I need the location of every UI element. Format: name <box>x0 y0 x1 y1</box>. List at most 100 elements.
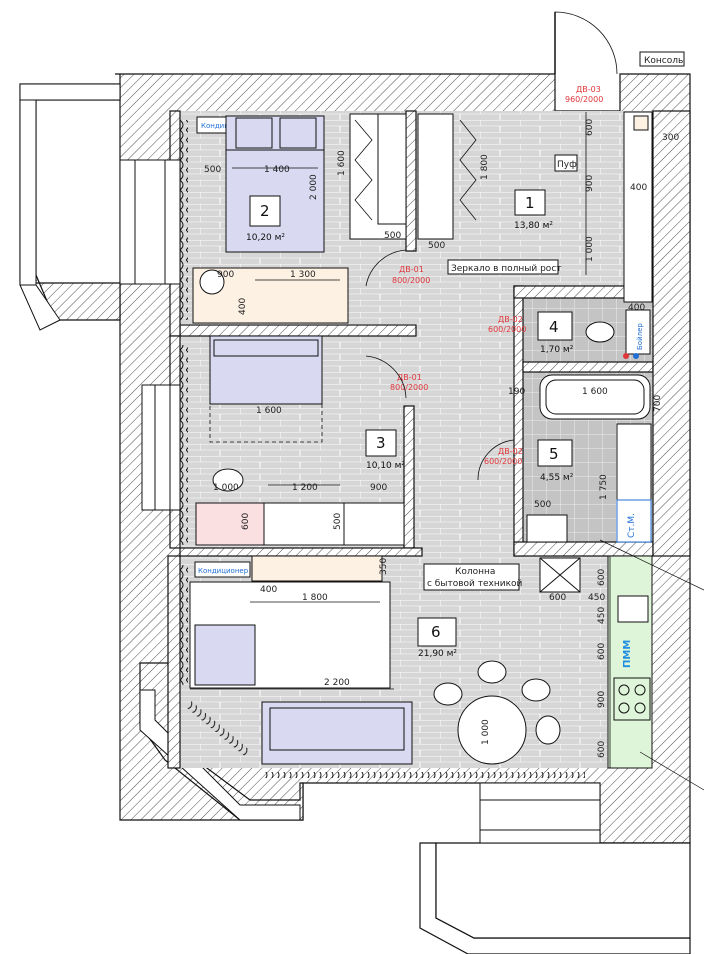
dimension: 900 <box>585 175 595 192</box>
washer-label: Ст.М. <box>627 513 637 538</box>
room-3: 1 600 3 10,10 м² 1 000 1 200 900 600 500… <box>195 335 428 546</box>
dimension: 450 <box>597 607 607 624</box>
ac-label: Кондиционер <box>198 567 249 575</box>
door-code: ДВ-02 <box>498 447 523 456</box>
dimension: 400 <box>628 303 645 313</box>
dimension: 900 <box>217 270 234 280</box>
dimension: 400 <box>238 298 248 315</box>
dimension: 500 <box>204 165 221 175</box>
dimension: 190 <box>508 387 525 397</box>
pouf-label: Пуф <box>557 160 577 170</box>
dimension: 500 <box>428 241 445 251</box>
desk-chair <box>212 468 244 492</box>
dimension: 900 <box>370 483 387 493</box>
dimension: 600 <box>597 643 607 660</box>
closet-right <box>417 113 454 240</box>
pouf <box>554 154 578 172</box>
room-4: 4 1,70 м² Бойлер 400 ДВ-02 600/2000 <box>488 303 651 359</box>
dimension: 1 000 <box>213 483 239 493</box>
door-size: 800/2000 <box>390 383 428 392</box>
room-number-box <box>537 439 573 467</box>
dimension: 1 400 <box>264 165 290 175</box>
curtains <box>180 120 585 778</box>
room-number: 6 <box>431 623 441 641</box>
door-size: 800/2000 <box>392 276 430 285</box>
room-area: 4,55 м² <box>540 473 574 483</box>
dimension: 1 750 <box>599 474 609 500</box>
dimension: 2 200 <box>324 678 350 688</box>
console-label: Консоль <box>644 56 683 66</box>
dimension: 500 <box>333 513 343 530</box>
dimension: 600 <box>585 119 595 136</box>
room-1: Консоль Пуф 1 13,80 м² Зеркало в полный … <box>365 51 685 303</box>
column-label-box <box>423 563 520 591</box>
dimension: 1 200 <box>292 483 318 493</box>
dimension: 1 800 <box>480 154 490 180</box>
dimension: 500 <box>534 500 551 510</box>
console-label-box <box>639 51 685 67</box>
toilet <box>585 321 615 343</box>
column-label-1: Колонна <box>455 567 495 577</box>
desk-2 <box>263 502 345 546</box>
door-size: 600/2000 <box>488 325 526 334</box>
kitchen-counter <box>607 555 653 769</box>
closet-3 <box>343 502 405 546</box>
room-number-box <box>514 189 546 216</box>
chair <box>199 269 225 295</box>
interior-walls <box>119 110 691 844</box>
dimension: 600 <box>597 569 607 586</box>
room-number: 3 <box>376 434 386 452</box>
dimension: 400 <box>630 183 647 193</box>
air-conditioner-2 <box>194 561 251 578</box>
dimension: 1 800 <box>302 593 328 603</box>
room-number: 2 <box>260 202 270 220</box>
dining-chair <box>535 715 561 745</box>
room-number-box <box>365 429 397 457</box>
entry-door[interactable]: ДВ-03 960/2000 <box>554 11 618 104</box>
dining-chair <box>521 678 551 702</box>
armchair <box>194 624 256 686</box>
dimension: 600 <box>549 593 566 603</box>
dimension: 600 <box>241 513 251 530</box>
cooktop <box>613 677 651 721</box>
room-area: 13,80 м² <box>514 221 553 231</box>
dimension: 1 000 <box>585 236 595 262</box>
sink-icon <box>617 595 649 623</box>
pink-cabinet <box>195 502 265 546</box>
dimension: 1 600 <box>256 406 282 416</box>
mirror-label: Зеркало в полный рост <box>451 264 562 274</box>
room-2: Кондиционер 2 10,20 м² 1 400 500 2 000 1… <box>192 113 407 324</box>
door-code: ДВ-01 <box>399 265 424 274</box>
mirror <box>447 259 559 275</box>
boiler-label: Бойлер <box>636 323 644 350</box>
room-6: Кондиционер 350 400 1 800 2 200 Колонна … <box>189 539 704 791</box>
dining-chair <box>433 682 463 706</box>
tv-console <box>251 555 383 582</box>
room-area: 10,20 м² <box>246 233 285 243</box>
sink-cabinet <box>616 423 652 501</box>
room-number-box <box>249 195 281 227</box>
room-area: 10,10 м² <box>366 461 405 471</box>
dimension: 350 <box>379 558 389 575</box>
room-number: 5 <box>549 445 559 463</box>
door-code: ДВ-01 <box>397 373 422 382</box>
dimension: 1 600 <box>337 150 347 176</box>
dimension: 1 300 <box>290 270 316 280</box>
door-size: 600/2000 <box>484 457 522 466</box>
room-number: 1 <box>525 194 535 212</box>
room-5: 1 600 190 700 5 4,55 м² Ст.М. 1 750 500 … <box>477 374 663 543</box>
dimension: 500 <box>384 231 401 241</box>
dimension: 300 <box>662 133 679 143</box>
dimension: 400 <box>260 585 277 595</box>
dimension: 900 <box>597 691 607 708</box>
room-area: 1,70 м² <box>540 345 574 355</box>
dimension: 1 000 <box>481 719 491 745</box>
dimension: 450 <box>588 593 605 603</box>
dishwasher-label: ПММ <box>622 640 633 668</box>
dining-table <box>457 695 527 765</box>
room-number: 4 <box>549 318 559 336</box>
dimension: 2 000 <box>309 174 319 200</box>
dimension: 700 <box>653 395 663 412</box>
dining-chair <box>477 660 507 684</box>
